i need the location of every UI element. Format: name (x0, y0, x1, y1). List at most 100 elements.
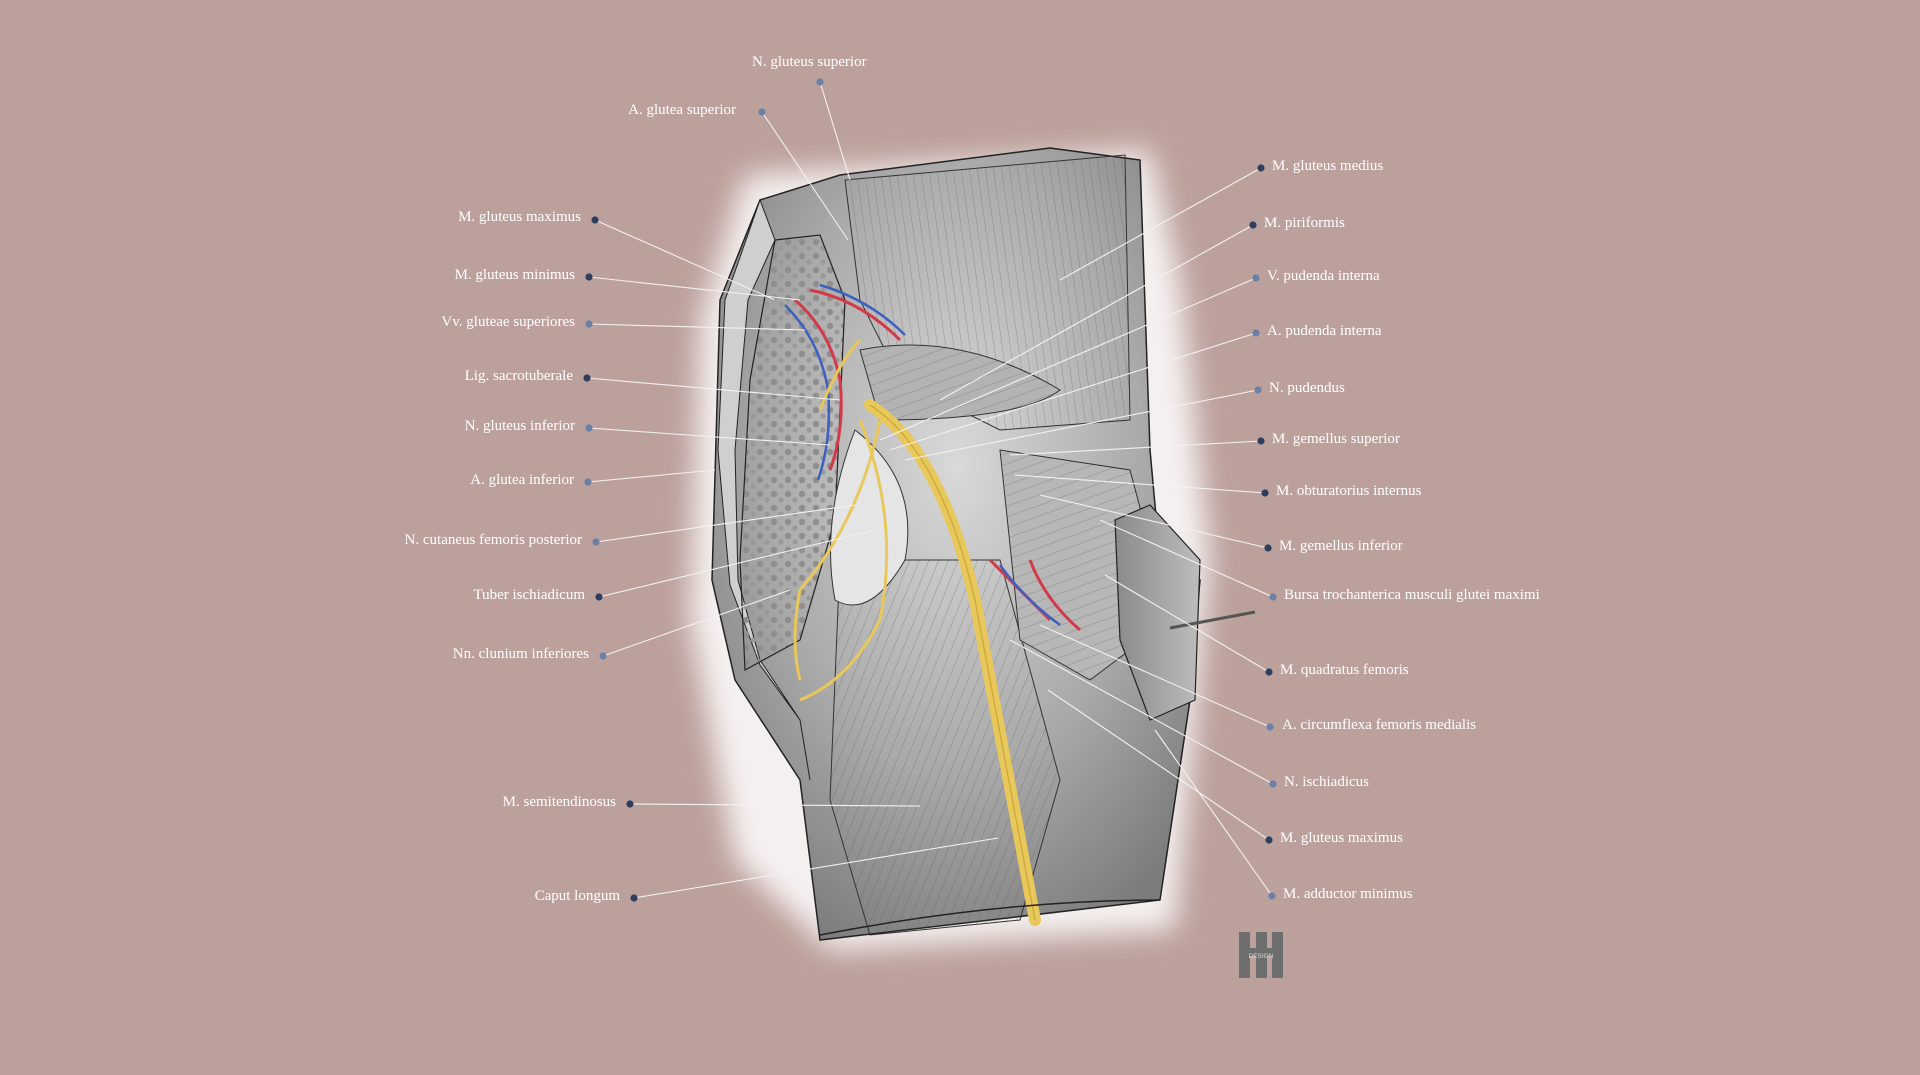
gluteus-maximus-cut (739, 234, 846, 671)
callout-left-vv-gluteae-superiores: Vv. gluteae superiores (441, 314, 806, 331)
label-text: Lig. sacrotuberale (465, 368, 574, 384)
label-dot (1254, 386, 1262, 394)
leader-line (1039, 624, 1271, 728)
leader-line (588, 276, 801, 301)
label-text: N. gluteus inferior (465, 418, 575, 434)
label-text: A. circumflexa femoris medialis (1282, 717, 1476, 733)
leader-line (879, 277, 1257, 441)
callout-left-m-gluteus-maximus: M. gluteus maximus (458, 209, 776, 301)
label-text: M. gluteus maximus (458, 209, 581, 225)
tuber-area (830, 429, 909, 606)
gluteal-region-illustration (690, 147, 1256, 950)
leader-line (904, 389, 1259, 461)
leader-line (939, 224, 1254, 401)
callout-left-a-glutea-inferior: A. glutea inferior (470, 469, 716, 488)
callout-left-n-cutaneus-femoris-posterior: N. cutaneus femoris posterior (405, 504, 856, 548)
label-dot (1252, 329, 1260, 337)
label-dot (591, 216, 599, 224)
label-text: M. gemellus inferior (1279, 538, 1403, 554)
label-text: V. pudenda interna (1267, 268, 1380, 284)
callout-right-a-pudenda-interna: A. pudenda interna (889, 323, 1382, 451)
label-dot (1268, 892, 1276, 900)
label-text: A. pudenda interna (1267, 323, 1382, 339)
leader-line (588, 323, 806, 331)
callout-right-m-gluteus-maximus: M. gluteus maximus (1047, 689, 1403, 846)
leader-line (1039, 494, 1269, 549)
label-dot (1252, 274, 1260, 282)
callout-left-tuber-ischiadicum: Tuber ischiadicum (473, 529, 876, 603)
leader-line (594, 219, 776, 301)
callout-left-n-gluteus-superior: N. gluteus superior (752, 54, 867, 181)
artery-vessels (794, 288, 1081, 632)
label-text: N. pudendus (1269, 380, 1345, 396)
callout-right-m-gluteus-medius: M. gluteus medius (1059, 158, 1383, 281)
retractor-pin (1169, 610, 1256, 630)
label-dot (592, 538, 600, 546)
callout-left-lig-sacrotuberale: Lig. sacrotuberale (465, 368, 841, 401)
callout-left-nn-clunium-inferiores: Nn. clunium inferiores (453, 589, 791, 662)
callout-right-m-adductor-minimus: M. adductor minimus (1154, 729, 1413, 902)
hamstring-fibers (829, 559, 1061, 936)
label-text: M. gluteus minimus (455, 267, 576, 283)
label-dot (1266, 723, 1274, 731)
callout-left-m-semitendinosus: M. semitendinosus (503, 794, 921, 810)
skin-fat-layer (717, 198, 811, 781)
label-group: N. gluteus superior A. glutea superior M. … (405, 54, 1540, 904)
label-dot (599, 652, 607, 660)
leader-line (819, 81, 851, 181)
callout-left-n-gluteus-inferior: N. gluteus inferior (465, 418, 831, 446)
label-text: Bursa trochanterica musculi glutei maxim… (1284, 587, 1540, 603)
label-text: M. gluteus maximus (1280, 830, 1403, 846)
label-text: M. semitendinosus (503, 794, 616, 810)
leader-line (586, 377, 841, 401)
leader-line (1099, 519, 1274, 598)
leader-line (1009, 639, 1274, 785)
label-text: Vv. gluteae superiores (441, 314, 575, 330)
label-dot (585, 320, 593, 328)
leader-line (889, 332, 1257, 451)
leader-line (1154, 729, 1273, 897)
callout-right-m-piriformis: M. piriformis (939, 215, 1345, 401)
label-text: Tuber ischiadicum (473, 587, 585, 603)
callout-right-a-circumflexa-femoris-medialis: A. circumflexa femoris medialis (1039, 624, 1476, 733)
label-dot (1257, 437, 1265, 445)
label-dot (758, 108, 766, 116)
callout-right-n-ischiadicus: N. ischiadicus (1009, 639, 1369, 790)
label-dot (630, 894, 638, 902)
label-text: A. glutea inferior (470, 472, 574, 488)
leader-line (1047, 689, 1270, 841)
label-dot (626, 800, 634, 808)
leader-line (1104, 574, 1270, 673)
hh-logo-icon: DESIGN (1239, 932, 1283, 978)
label-text: N. ischiadicus (1284, 774, 1369, 790)
label-text: Caput longum (535, 888, 621, 904)
label-text: N. cutaneus femoris posterior (405, 532, 582, 548)
label-text: N. gluteus superior (752, 54, 867, 70)
callout-right-m-gemellus-superior: M. gemellus superior (1009, 431, 1400, 456)
leader-line (587, 469, 716, 483)
label-text: M. gemellus superior (1272, 431, 1400, 447)
label-text: M. quadratus femoris (1280, 662, 1409, 678)
femur-trochanter (1114, 504, 1201, 721)
callout-left-a-glutea-superior: A. glutea superior (628, 102, 849, 241)
leader-line (1014, 474, 1266, 494)
label-dot (1265, 668, 1273, 676)
label-text: Nn. clunium inferiores (453, 646, 589, 662)
label-text: M. piriformis (1264, 215, 1345, 231)
callout-right-v-pudenda-interna: V. pudenda interna (879, 268, 1380, 441)
leader-line (761, 111, 849, 241)
label-dot (1265, 836, 1273, 844)
callout-left-caput-longum: Caput longum (535, 837, 999, 904)
leader-line (1009, 440, 1262, 456)
logo-text: DESIGN (1249, 953, 1274, 960)
label-dot (1264, 544, 1272, 552)
callout-right-m-obturatorius-internus: M. obturatorius internus (1014, 474, 1422, 499)
label-dot (816, 78, 824, 86)
leader-line (598, 529, 876, 598)
leader-line (595, 504, 856, 543)
leader-line (588, 427, 831, 446)
label-text: A. glutea superior (628, 102, 736, 118)
label-dot (1257, 164, 1265, 172)
callout-right-n-pudendus: N. pudendus (904, 380, 1345, 461)
